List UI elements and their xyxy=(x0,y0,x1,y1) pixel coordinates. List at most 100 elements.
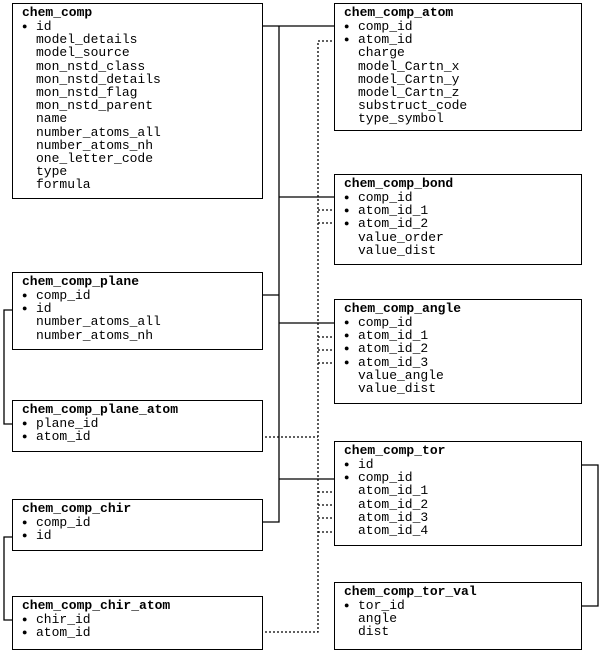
field-list: comp_idatom_idchargemodel_Cartn_xmodel_C… xyxy=(344,20,467,126)
field-row: mon_nstd_flag xyxy=(22,86,161,99)
field-list: comp_idatom_id_1atom_id_2value_ordervalu… xyxy=(344,191,444,257)
table-title: chem_comp_chir xyxy=(22,501,132,516)
field-row: model_Cartn_z xyxy=(344,86,467,99)
field-name: mon_nstd_details xyxy=(36,71,161,87)
field-name: comp_id xyxy=(358,190,413,205)
key-bullet-icon xyxy=(22,430,36,445)
field-row: atom_id_1 xyxy=(344,329,444,342)
table-chem-comp: chem_comp idmodel_detailsmodel_sourcemon… xyxy=(12,3,263,199)
field-row: charge xyxy=(344,46,467,59)
field-row: atom_id_3 xyxy=(344,354,444,370)
field-name: atom_id_3 xyxy=(358,509,429,525)
table-title: chem_comp_atom xyxy=(344,5,454,20)
field-row: comp_id xyxy=(22,289,161,302)
field-name: id xyxy=(36,301,52,317)
field-name: name xyxy=(36,111,68,127)
table-chem-comp-plane: chem_comp_plane comp_ididnumber_atoms_al… xyxy=(12,272,263,350)
table-title: chem_comp_angle xyxy=(344,301,462,316)
field-row: comp_id xyxy=(344,191,444,204)
field-row: mon_nstd_details xyxy=(22,73,161,86)
table-title: chem_comp_tor_val xyxy=(344,584,477,599)
field-row: value_angle xyxy=(344,369,444,382)
field-row: substruct_code xyxy=(344,99,467,112)
field-row: type_symbol xyxy=(344,112,467,125)
field-name: angle xyxy=(358,611,398,627)
field-row: atom_id_1 xyxy=(344,204,444,217)
field-row: atom_id xyxy=(22,430,98,443)
field-row: mon_nstd_class xyxy=(22,59,161,73)
field-row: atom_id_2 xyxy=(344,496,429,512)
field-row: mon_nstd_parent xyxy=(22,99,161,112)
table-chem-comp-tor: chem_comp_tor idcomp_idatom_id_1atom_id_… xyxy=(334,441,582,546)
field-name: mon_nstd_parent xyxy=(36,98,154,114)
field-row: value_dist xyxy=(344,382,444,395)
field-row: comp_id xyxy=(22,516,91,529)
field-name: atom_id_2 xyxy=(358,496,429,512)
field-name: number_atoms_all xyxy=(36,314,161,330)
table-chem-comp-bond: chem_comp_bond comp_idatom_id_1atom_id_2… xyxy=(334,174,582,265)
field-name: comp_id xyxy=(36,515,91,530)
field-name: atom_id_2 xyxy=(358,216,429,232)
table-chem-comp-atom: chem_comp_atom comp_idatom_idchargemodel… xyxy=(334,3,582,131)
field-row: number_atoms_nh xyxy=(22,139,161,152)
field-name: number_atoms_all xyxy=(36,124,161,140)
field-name: comp_id xyxy=(358,19,413,34)
field-list: idmodel_detailsmodel_sourcemon_nstd_clas… xyxy=(22,20,161,191)
field-row: atom_id_3 xyxy=(344,511,428,524)
field-row: model_details xyxy=(22,33,161,46)
field-name: type_symbol xyxy=(358,111,444,127)
field-name: atom_id_2 xyxy=(358,341,429,357)
field-row: value_order xyxy=(344,229,444,245)
field-name: model_details xyxy=(36,32,138,48)
table-title: chem_comp_bond xyxy=(344,176,454,191)
field-row: type xyxy=(22,165,161,178)
field-row: number_atoms_all xyxy=(22,124,161,140)
field-row: id xyxy=(22,529,91,542)
field-name: type xyxy=(36,164,68,180)
field-row: atom_id xyxy=(22,626,91,639)
field-name: plane_id xyxy=(36,416,99,431)
field-name: atom_id_1 xyxy=(358,328,429,344)
field-name: mon_nstd_flag xyxy=(36,84,138,100)
field-row: id xyxy=(344,458,428,471)
field-row: id xyxy=(22,20,161,33)
field-name: id xyxy=(36,19,52,34)
field-row: dist xyxy=(344,625,405,638)
field-row: angle xyxy=(344,612,405,625)
field-name: comp_id xyxy=(358,315,413,330)
field-name: number_atoms_nh xyxy=(36,327,154,343)
field-list: comp_idid xyxy=(22,516,91,542)
field-name: comp_id xyxy=(36,288,91,303)
key-bullet-icon xyxy=(22,626,36,641)
field-row: formula xyxy=(22,178,161,191)
field-name: atom_id_3 xyxy=(358,354,429,370)
field-row: one_letter_code xyxy=(22,152,161,165)
field-row: model_Cartn_y xyxy=(344,73,467,86)
field-name: value_order xyxy=(358,229,444,245)
field-list: idcomp_idatom_id_1atom_id_2atom_id_3atom… xyxy=(344,458,428,537)
field-name: atom_id xyxy=(358,32,413,48)
table-title: chem_comp_plane_atom xyxy=(22,402,179,417)
table-title: chem_comp_tor xyxy=(344,443,446,458)
table-title: chem_comp_plane xyxy=(22,274,140,289)
table-chem-comp-angle: chem_comp_angle comp_idatom_id_1atom_id_… xyxy=(334,299,582,404)
field-name: substruct_code xyxy=(358,98,468,114)
field-name: model_Cartn_y xyxy=(358,71,460,87)
field-row: atom_id_2 xyxy=(344,217,444,230)
field-row: comp_id xyxy=(344,471,428,484)
field-row: tor_id xyxy=(344,599,405,612)
field-name: model_Cartn_x xyxy=(358,58,460,74)
field-row: id xyxy=(22,302,161,315)
field-row: chir_id xyxy=(22,613,91,626)
field-row: atom_id_4 xyxy=(344,524,428,537)
field-row: comp_id xyxy=(344,316,444,329)
field-name: charge xyxy=(358,45,405,61)
field-name: chir_id xyxy=(36,612,91,627)
table-title: chem_comp_chir_atom xyxy=(22,598,171,613)
